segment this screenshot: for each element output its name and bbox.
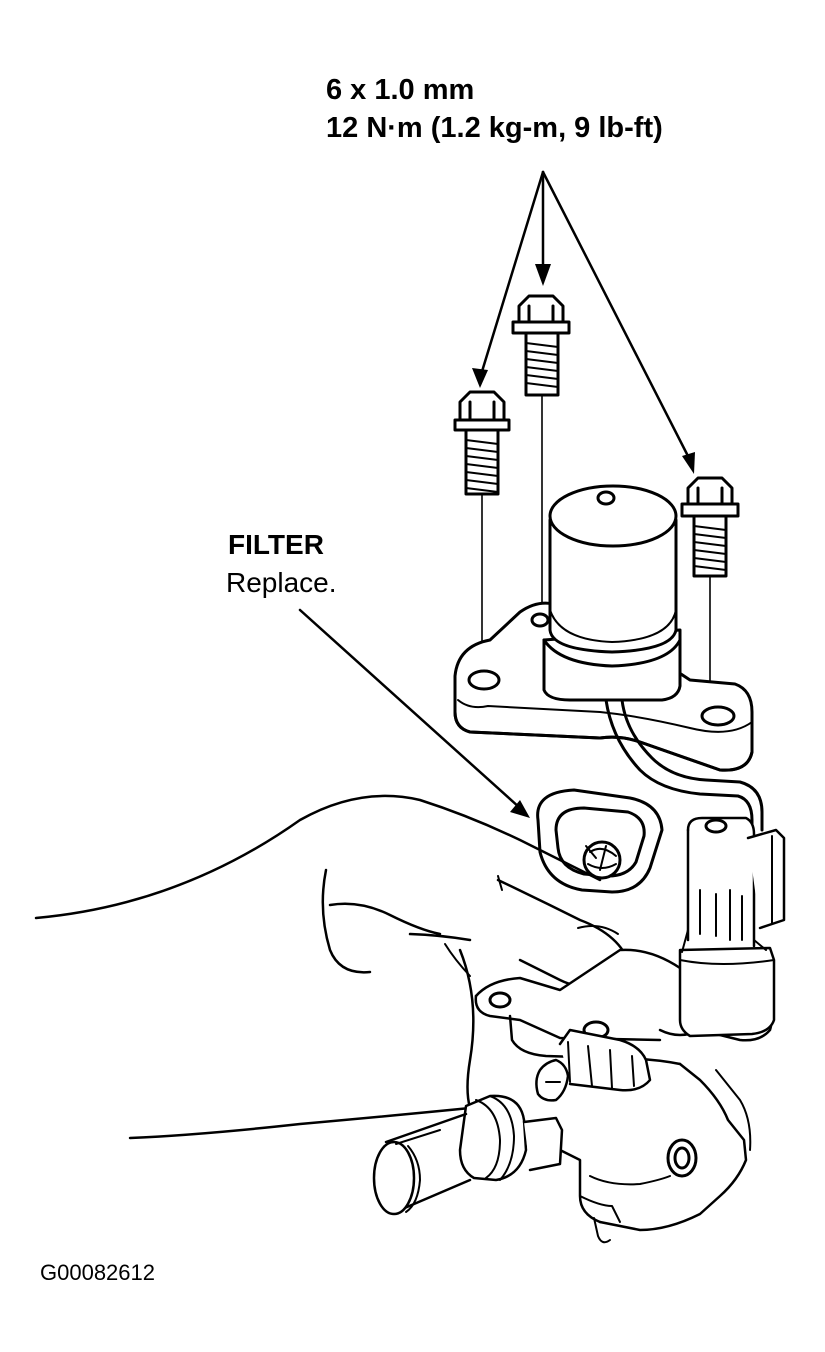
bolt-torque-label: 12 N·m (1.2 kg-m, 9 lb-ft): [326, 112, 663, 144]
bolt-size-label: 6 x 1.0 mm: [326, 74, 475, 106]
filter-title-label: FILTER: [228, 529, 324, 560]
filter-note-label: Replace.: [226, 567, 337, 598]
valve-channel: [536, 1030, 650, 1100]
hose-pipe: [374, 1114, 470, 1214]
bolt-middle: [513, 296, 569, 615]
bolt-leader-arrows: [472, 172, 695, 474]
filter-leader-arrow: [300, 610, 530, 818]
bolt-right: [682, 478, 738, 708]
filter-gasket: [538, 790, 662, 892]
figure-code-label: G00082612: [40, 1260, 155, 1285]
hose-fitting: [460, 1096, 562, 1180]
hand-illustration: [36, 796, 630, 1138]
solenoid-wire: [606, 700, 762, 836]
solenoid-valve: [544, 486, 680, 700]
valve-body: [476, 950, 772, 1242]
electrical-connector: [680, 818, 784, 1036]
